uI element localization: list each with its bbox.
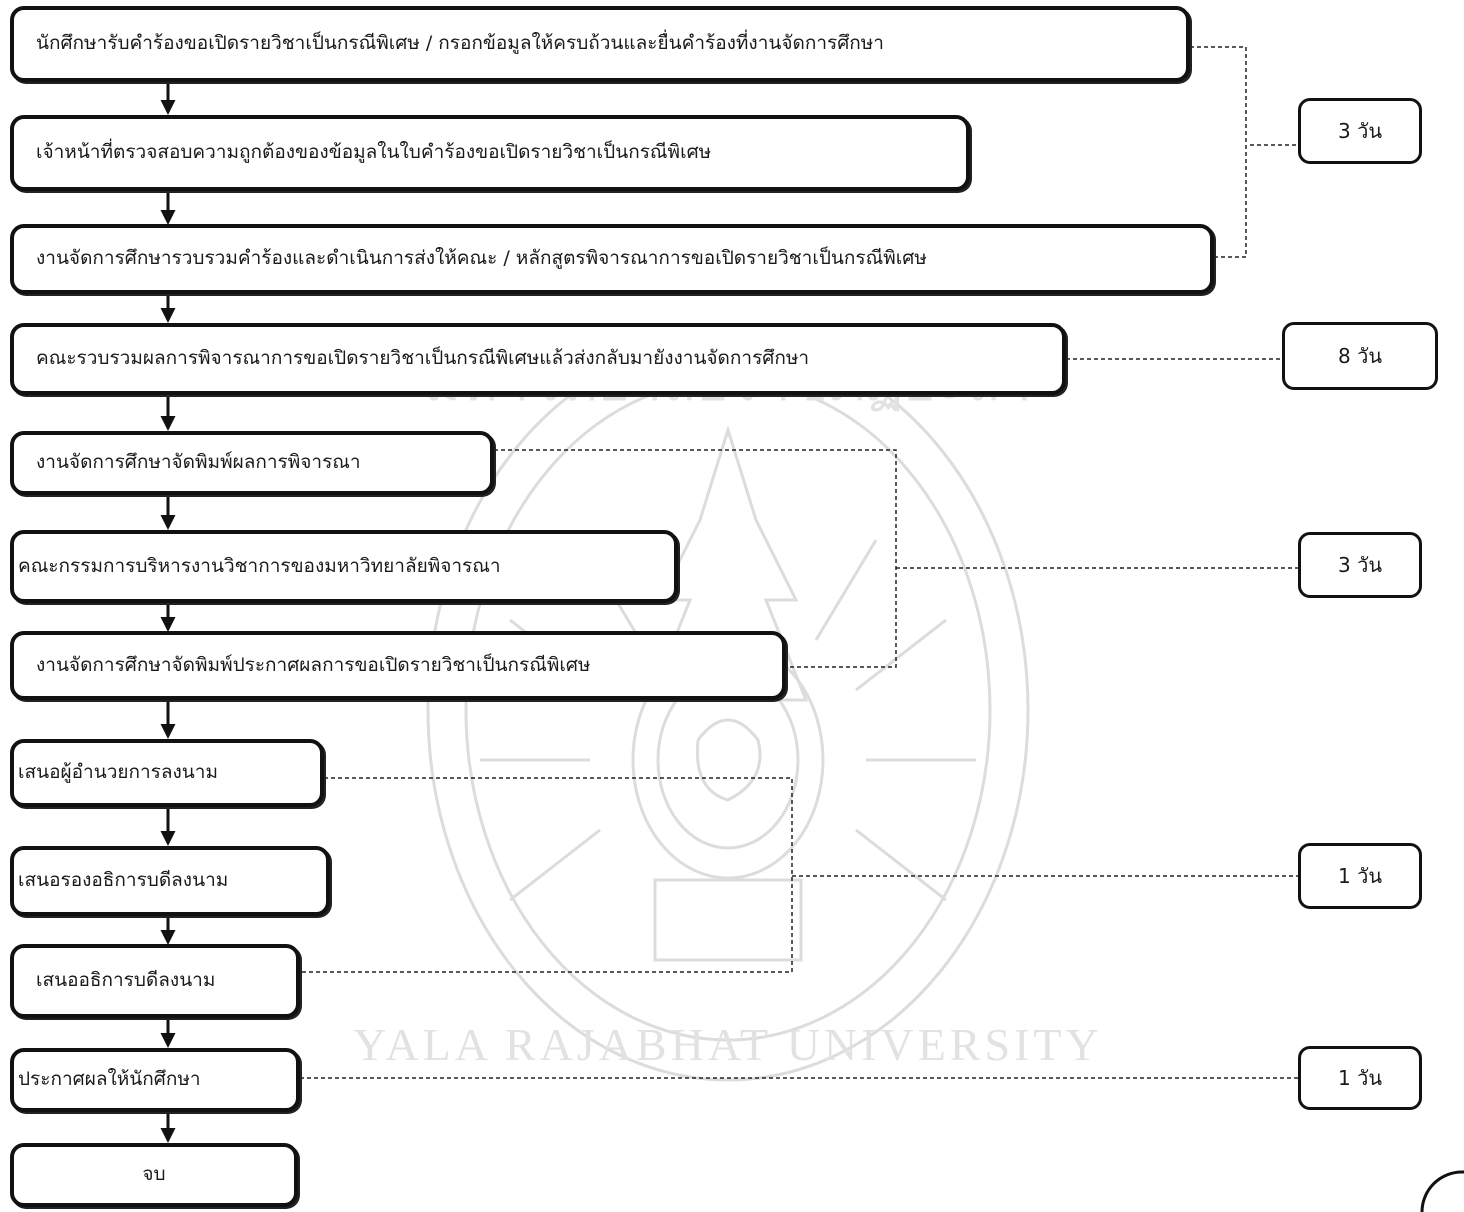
step-print-results: งานจัดการศึกษาจัดพิมพ์ผลการพิจารณา <box>10 431 494 495</box>
step-verify-request: เจ้าหน้าที่ตรวจสอบความถูกต้องของข้อมูลใน… <box>10 115 970 191</box>
duration-box-2: 8 วัน <box>1282 322 1438 390</box>
step-collect-and-forward: งานจัดการศึกษารวบรวมคำร้องและดำเนินการส่… <box>10 224 1214 294</box>
duration-box-4: 1 วัน <box>1298 843 1422 909</box>
bracket-group-4 <box>300 777 1298 973</box>
duration-box-3: 3 วัน <box>1298 532 1422 598</box>
duration-box-1: 3 วัน <box>1298 98 1422 164</box>
duration-brackets <box>300 46 1298 1079</box>
step-announce-to-students: ประกาศผลให้นักศึกษา <box>10 1048 300 1112</box>
step-academic-committee: คณะกรรมการบริหารงานวิชาการของมหาวิทยาลัย… <box>10 530 678 603</box>
step-faculty-consideration: คณะรวบรวมผลการพิจารณาการขอเปิดรายวิชาเป็… <box>10 323 1066 395</box>
seal-english-text: YALA RAJABHAT UNIVERSITY <box>353 1019 1102 1070</box>
step-end: จบ <box>10 1143 298 1207</box>
step-print-announcement: งานจัดการศึกษาจัดพิมพ์ประกาศผลการขอเปิดร… <box>10 631 786 700</box>
step-vice-president-sign: เสนอรองอธิการบดีลงนาม <box>10 846 330 916</box>
bracket-group-3 <box>494 449 1298 668</box>
step-president-sign: เสนออธิการบดีลงนาม <box>10 944 300 1018</box>
step-submit-request: นักศึกษารับคำร้องขอเปิดรายวิชาเป็นกรณีพิ… <box>10 6 1190 82</box>
step-director-sign: เสนอผู้อำนวยการลงนาม <box>10 739 324 807</box>
duration-box-5: 1 วัน <box>1298 1046 1422 1110</box>
bracket-group-1 <box>1190 46 1298 258</box>
